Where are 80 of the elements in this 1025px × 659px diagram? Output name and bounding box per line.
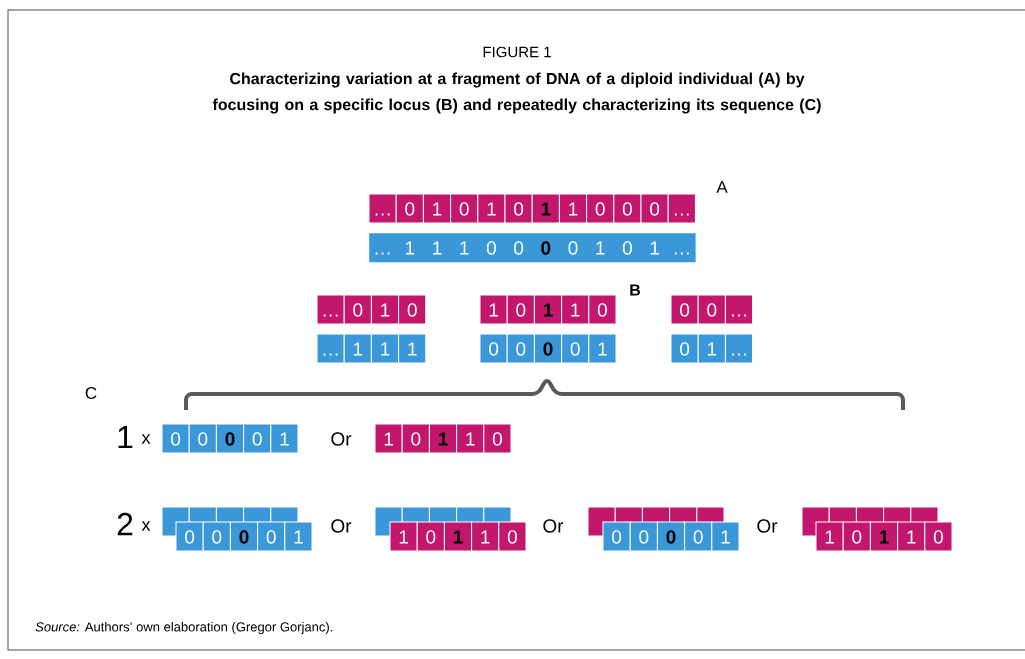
sequence-cell: 1 xyxy=(443,521,473,552)
sequence-cell: 0 xyxy=(504,193,533,224)
sequence-cell: … xyxy=(724,333,754,364)
sequence-cell: 1 xyxy=(533,294,563,325)
sequence-cell: 0 xyxy=(479,333,508,364)
sequence-cell: 1 xyxy=(711,521,740,552)
sequence-cell: 0 xyxy=(229,521,259,552)
sequence-cell: 0 xyxy=(670,333,699,364)
sequence-cell: … xyxy=(316,333,345,364)
sequence-cell: 0 xyxy=(416,521,445,552)
sequence-cell: 1 xyxy=(531,193,560,224)
sequence-cell: 0 xyxy=(586,193,615,224)
label: Or xyxy=(331,432,352,446)
sequence-cell: 1 xyxy=(815,521,844,552)
sequence-cell: … xyxy=(368,193,397,224)
sequence-cell: 0 xyxy=(670,294,699,325)
sequence-cell: 0 xyxy=(613,193,642,224)
sequence-cell: 0 xyxy=(588,294,617,325)
sequence-cell: 0 xyxy=(175,521,204,552)
sequence-cell: 1 xyxy=(370,294,400,325)
sequence-cell: … xyxy=(724,294,754,325)
sequence-cell: 0 xyxy=(561,333,590,364)
sequence-cell: 1 xyxy=(398,333,427,364)
label: 2 xyxy=(117,512,133,536)
sequence-cell: 0 xyxy=(629,521,658,552)
sequence-cell: 0 xyxy=(257,521,286,552)
sequence-cell: 1 xyxy=(343,333,372,364)
sequence-cell: 1 xyxy=(374,423,403,454)
sequence-cell: 1 xyxy=(456,423,485,454)
sequence-bar: … 1 1 1 0 0 0 0 1 0 1 … xyxy=(369,233,696,263)
label: Or xyxy=(757,519,778,533)
sequence-cell: 1 xyxy=(697,333,726,364)
sequence-cell: 0 xyxy=(188,423,217,454)
sequence-cell: 1 xyxy=(558,193,588,224)
sequence-cell: 1 xyxy=(370,333,400,364)
figure-title: Characterizing variation at a fragment of DNA of a diploid individual (A) by focusing on a specific locus (B) and repeatedly characterizing its sequence (C) xyxy=(212,72,821,114)
sequence-cell: 0 xyxy=(450,193,479,224)
sequence-cell: 0 xyxy=(684,521,713,552)
sequence-cell: 0 xyxy=(924,521,953,552)
label: A xyxy=(716,181,728,193)
label: Or xyxy=(543,519,564,533)
sequence-cell: 0 xyxy=(215,423,245,454)
sequence-cell: 1 xyxy=(284,521,313,552)
sequence-cell: 0 xyxy=(498,521,527,552)
sequence-cell: 1 xyxy=(561,294,590,325)
label: B xyxy=(630,284,641,296)
sequence-cell: 0 xyxy=(401,423,430,454)
sequence-cell: 0 xyxy=(202,521,231,552)
sequence-cell: 0 xyxy=(697,294,726,325)
sequence-cell: 0 xyxy=(640,193,669,224)
sequence-cell: 1 xyxy=(471,521,500,552)
sequence-cell: 1 xyxy=(422,193,452,224)
sequence-cell: 0 xyxy=(483,423,512,454)
sequence-cell: 0 xyxy=(343,294,372,325)
sequence-cell: 0 xyxy=(656,521,686,552)
sequence-cell: 1 xyxy=(477,193,506,224)
label: C xyxy=(85,387,97,400)
sequence-cell: 1 xyxy=(428,423,458,454)
sequence-cell: 1 xyxy=(897,521,926,552)
sequence-cell: 0 xyxy=(243,423,272,454)
sequence-cell: 1 xyxy=(479,294,508,325)
sequence-cell: 0 xyxy=(602,521,631,552)
sequence-cell: 0 xyxy=(533,333,563,364)
label: Or xyxy=(331,519,352,533)
sequence-cell: 1 xyxy=(270,423,299,454)
sequence-cell: 0 xyxy=(506,333,535,364)
sequence-cell: 0 xyxy=(161,423,190,454)
sequence-cell: 1 xyxy=(588,333,617,364)
sequence-cell: 1 xyxy=(389,521,418,552)
label: x xyxy=(141,521,151,531)
sequence-cell: 0 xyxy=(506,294,535,325)
sequence-cell: … xyxy=(316,294,345,325)
sequence-cell: 0 xyxy=(395,193,424,224)
sequence-cell: 1 xyxy=(869,521,899,552)
label: 1 xyxy=(118,426,133,448)
label: FIGURE 1 xyxy=(483,46,551,58)
sequence-cell: 0 xyxy=(398,294,427,325)
sequence-cell: … xyxy=(667,193,696,224)
sequence-cell: 0 xyxy=(842,521,871,552)
source-note: Source: Authors’ own elaboration (Gregor Gorjanc). xyxy=(35,621,333,635)
